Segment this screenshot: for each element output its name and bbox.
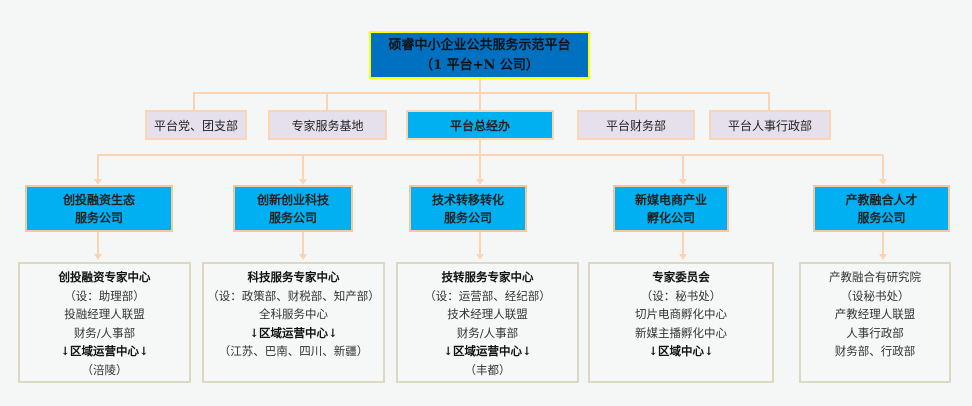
dept-label: 平台总经办: [449, 118, 510, 133]
dept-expert-base: 专家服务基地: [268, 110, 387, 140]
connector: [97, 155, 99, 179]
dept-hr-admin: 平台人事行政部: [709, 110, 831, 140]
connector: [882, 155, 884, 179]
connector: [326, 92, 328, 110]
connector: [479, 232, 481, 254]
root-node: 硕睿中小企业公共服务示范平台 （1 平台+N 公司）: [369, 31, 590, 79]
detail-line: 投融经理人联盟: [64, 307, 145, 321]
company-name-line2: 服务公司: [857, 210, 906, 225]
connector: [882, 232, 884, 254]
company-name-line2: 服务公司: [443, 210, 492, 225]
company-node: 产教融合人才 服务公司: [813, 185, 950, 232]
company-node: 技术转移转化 服务公司: [409, 185, 527, 232]
company-node: 创新创业科技 服务公司: [233, 185, 353, 232]
connector: [97, 232, 99, 254]
detail-line: （设秘书处）: [840, 288, 910, 303]
company-name-line1: 产教融合人才: [845, 192, 918, 207]
detail-line: （涪陵）: [81, 362, 128, 377]
company-detail-box: 技转服务专家中心 （设：运营部、经纪部） 技术经理人联盟财务/人事部 ↓区域运营中心↓…: [396, 262, 579, 383]
company-detail-box: 产教融合有研究院 （设秘书处） 产教经理人联盟人事行政部财务部、行政部: [799, 262, 951, 383]
arrow-down-icon: [679, 179, 687, 185]
company-name-line2: 服务公司: [268, 210, 317, 225]
arrow-down-icon: [679, 254, 687, 260]
detail-line: （丰都）: [464, 362, 511, 377]
detail-line: ↓区域中心↓: [648, 344, 714, 358]
dept-label: 平台人事行政部: [727, 118, 812, 133]
detail-line: ↓区域运营中心↓: [60, 344, 149, 358]
detail-line: 科技服务专家中心: [247, 270, 340, 284]
dept-general-office: 平台总经办: [406, 110, 554, 140]
detail-line: 财务/人事部: [73, 325, 136, 340]
detail-line: ↓区域运营中心↓: [443, 344, 532, 358]
company-name-line1: 创投融资生态: [62, 192, 135, 207]
connector: [302, 155, 304, 179]
arrow-down-icon: [94, 254, 102, 260]
connector: [682, 155, 684, 179]
detail-line: 技术经理人联盟: [447, 307, 528, 321]
company-name-line1: 新媒电商产业: [634, 192, 707, 207]
detail-line: 人事行政部: [846, 325, 904, 340]
detail-line: 新媒主播孵化中心: [635, 325, 727, 340]
arrow-down-icon: [94, 179, 102, 185]
connector: [635, 92, 637, 110]
company-detail-box: 专家委员会 （设：秘书处） 切片电商孵化中心新媒主播孵化中心 ↓区域中心↓: [588, 262, 774, 383]
arrow-down-icon: [299, 254, 307, 260]
company-name-line2: 孵化公司: [646, 210, 695, 225]
company-node: 新媒电商产业 孵化公司: [613, 185, 729, 232]
detail-line: 创投融资专家中心: [58, 270, 151, 284]
detail-line: （设：助理部）: [64, 288, 145, 303]
detail-line: 技转服务专家中心: [441, 270, 534, 284]
detail-line: ↓区域运营中心↓: [249, 325, 338, 340]
detail-line: （设：运营部、经纪部）: [424, 288, 551, 303]
detail-line: 全科服务中心: [259, 307, 328, 321]
connector: [479, 140, 481, 156]
detail-line: （设：政策部、财税部、知产部）: [207, 288, 380, 303]
connector: [302, 232, 304, 254]
dept-party: 平台党、团支部: [145, 110, 247, 140]
company-name-line1: 技术转移转化: [431, 192, 504, 207]
detail-line: 切片电商孵化中心: [635, 307, 727, 321]
connector: [193, 92, 769, 94]
arrow-down-icon: [476, 254, 484, 260]
connector: [682, 232, 684, 254]
root-title: 硕睿中小企业公共服务示范平台: [388, 38, 571, 53]
detail-line: 产教经理人联盟: [834, 307, 916, 321]
detail-line: 财务/人事部: [456, 325, 519, 340]
dept-finance: 平台财务部: [577, 110, 695, 140]
arrow-down-icon: [476, 179, 484, 185]
detail-line: （江苏、巴南、四川、新疆）: [218, 344, 369, 358]
connector: [479, 155, 481, 179]
company-detail-box: 创投融资专家中心 （设：助理部） 投融经理人联盟财务/人事部 ↓区域运营中心↓ （涪陵）: [18, 262, 191, 383]
connector: [768, 92, 770, 110]
detail-line: 财务部、行政部: [834, 344, 916, 358]
dept-label: 平台财务部: [605, 118, 666, 133]
connector: [193, 92, 195, 110]
detail-line: 专家委员会: [652, 270, 710, 284]
company-name-line1: 创新创业科技: [256, 192, 329, 207]
detail-line: 产教融合有研究院: [829, 270, 921, 284]
connector: [479, 79, 481, 110]
connector: [97, 154, 883, 156]
company-node: 创投融资生态 服务公司: [25, 185, 173, 232]
dept-label: 专家服务基地: [291, 118, 364, 133]
company-name-line2: 服务公司: [74, 210, 123, 225]
arrow-down-icon: [879, 254, 887, 260]
company-detail-box: 科技服务专家中心 （设：政策部、财税部、知产部） 全科服务中心 ↓区域运营中心↓ （江苏…: [202, 262, 385, 383]
root-subtitle: （1 平台+N 公司）: [420, 58, 539, 73]
arrow-down-icon: [299, 179, 307, 185]
detail-line: （设：秘书处）: [640, 288, 722, 303]
arrow-down-icon: [879, 179, 887, 185]
dept-label: 平台党、团支部: [153, 118, 238, 133]
